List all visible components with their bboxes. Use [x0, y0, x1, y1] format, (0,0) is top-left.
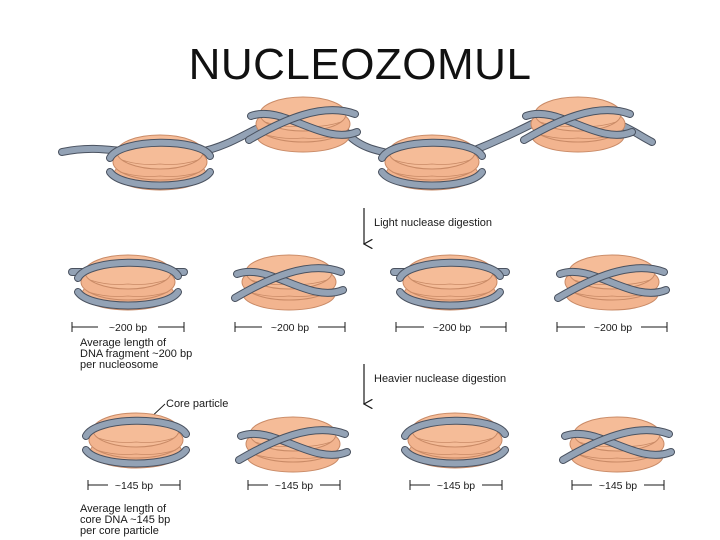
light-digestion-label: Light nuclease digestion	[374, 217, 492, 229]
slide-title: NUCLEOZOMUL	[188, 40, 532, 89]
nucleosome	[558, 254, 666, 311]
nucleosome	[235, 254, 343, 311]
chromatin-fiber	[58, 96, 656, 191]
core-particles-row: ~145 bp ~145 bp ~145 bp ~145 bp	[86, 412, 671, 492]
nucleosome	[390, 254, 510, 311]
note-200-line-3: per nucleosome	[80, 359, 158, 371]
core-particle	[405, 412, 505, 469]
core-length-label: ~145 bp	[599, 480, 637, 492]
note-145-line-2: core DNA ~145 bp	[80, 514, 170, 526]
note-145-line-1: Average length of	[80, 503, 167, 515]
nucleosome	[110, 134, 210, 191]
fragment-length-label: ~200 bp	[271, 322, 309, 334]
heavy-digestion-label: Heavier nuclease digestion	[374, 373, 506, 385]
core-length-label: ~145 bp	[115, 480, 153, 492]
nucleosome	[68, 254, 188, 311]
fragments-200-row: ~200 bp ~200 bp ~200 bp ~200 bp	[68, 254, 667, 334]
fragment-length-label: ~200 bp	[109, 322, 147, 334]
note-200-line-2: DNA fragment ~200 bp	[80, 348, 192, 360]
nucleosome	[524, 96, 632, 153]
fragment-length-label: ~200 bp	[594, 322, 632, 334]
core-particle	[86, 412, 186, 469]
core-particle	[239, 416, 347, 473]
core-particle-label: Core particle	[166, 398, 228, 410]
nucleosome	[382, 134, 482, 191]
core-length-label: ~145 bp	[437, 480, 475, 492]
core-length-label: ~145 bp	[275, 480, 313, 492]
fragment-length-label: ~200 bp	[433, 322, 471, 334]
nucleosome	[249, 96, 357, 153]
core-particle	[563, 416, 671, 473]
note-145-line-3: per core particle	[80, 525, 159, 537]
note-200-line-1: Average length of	[80, 337, 167, 349]
